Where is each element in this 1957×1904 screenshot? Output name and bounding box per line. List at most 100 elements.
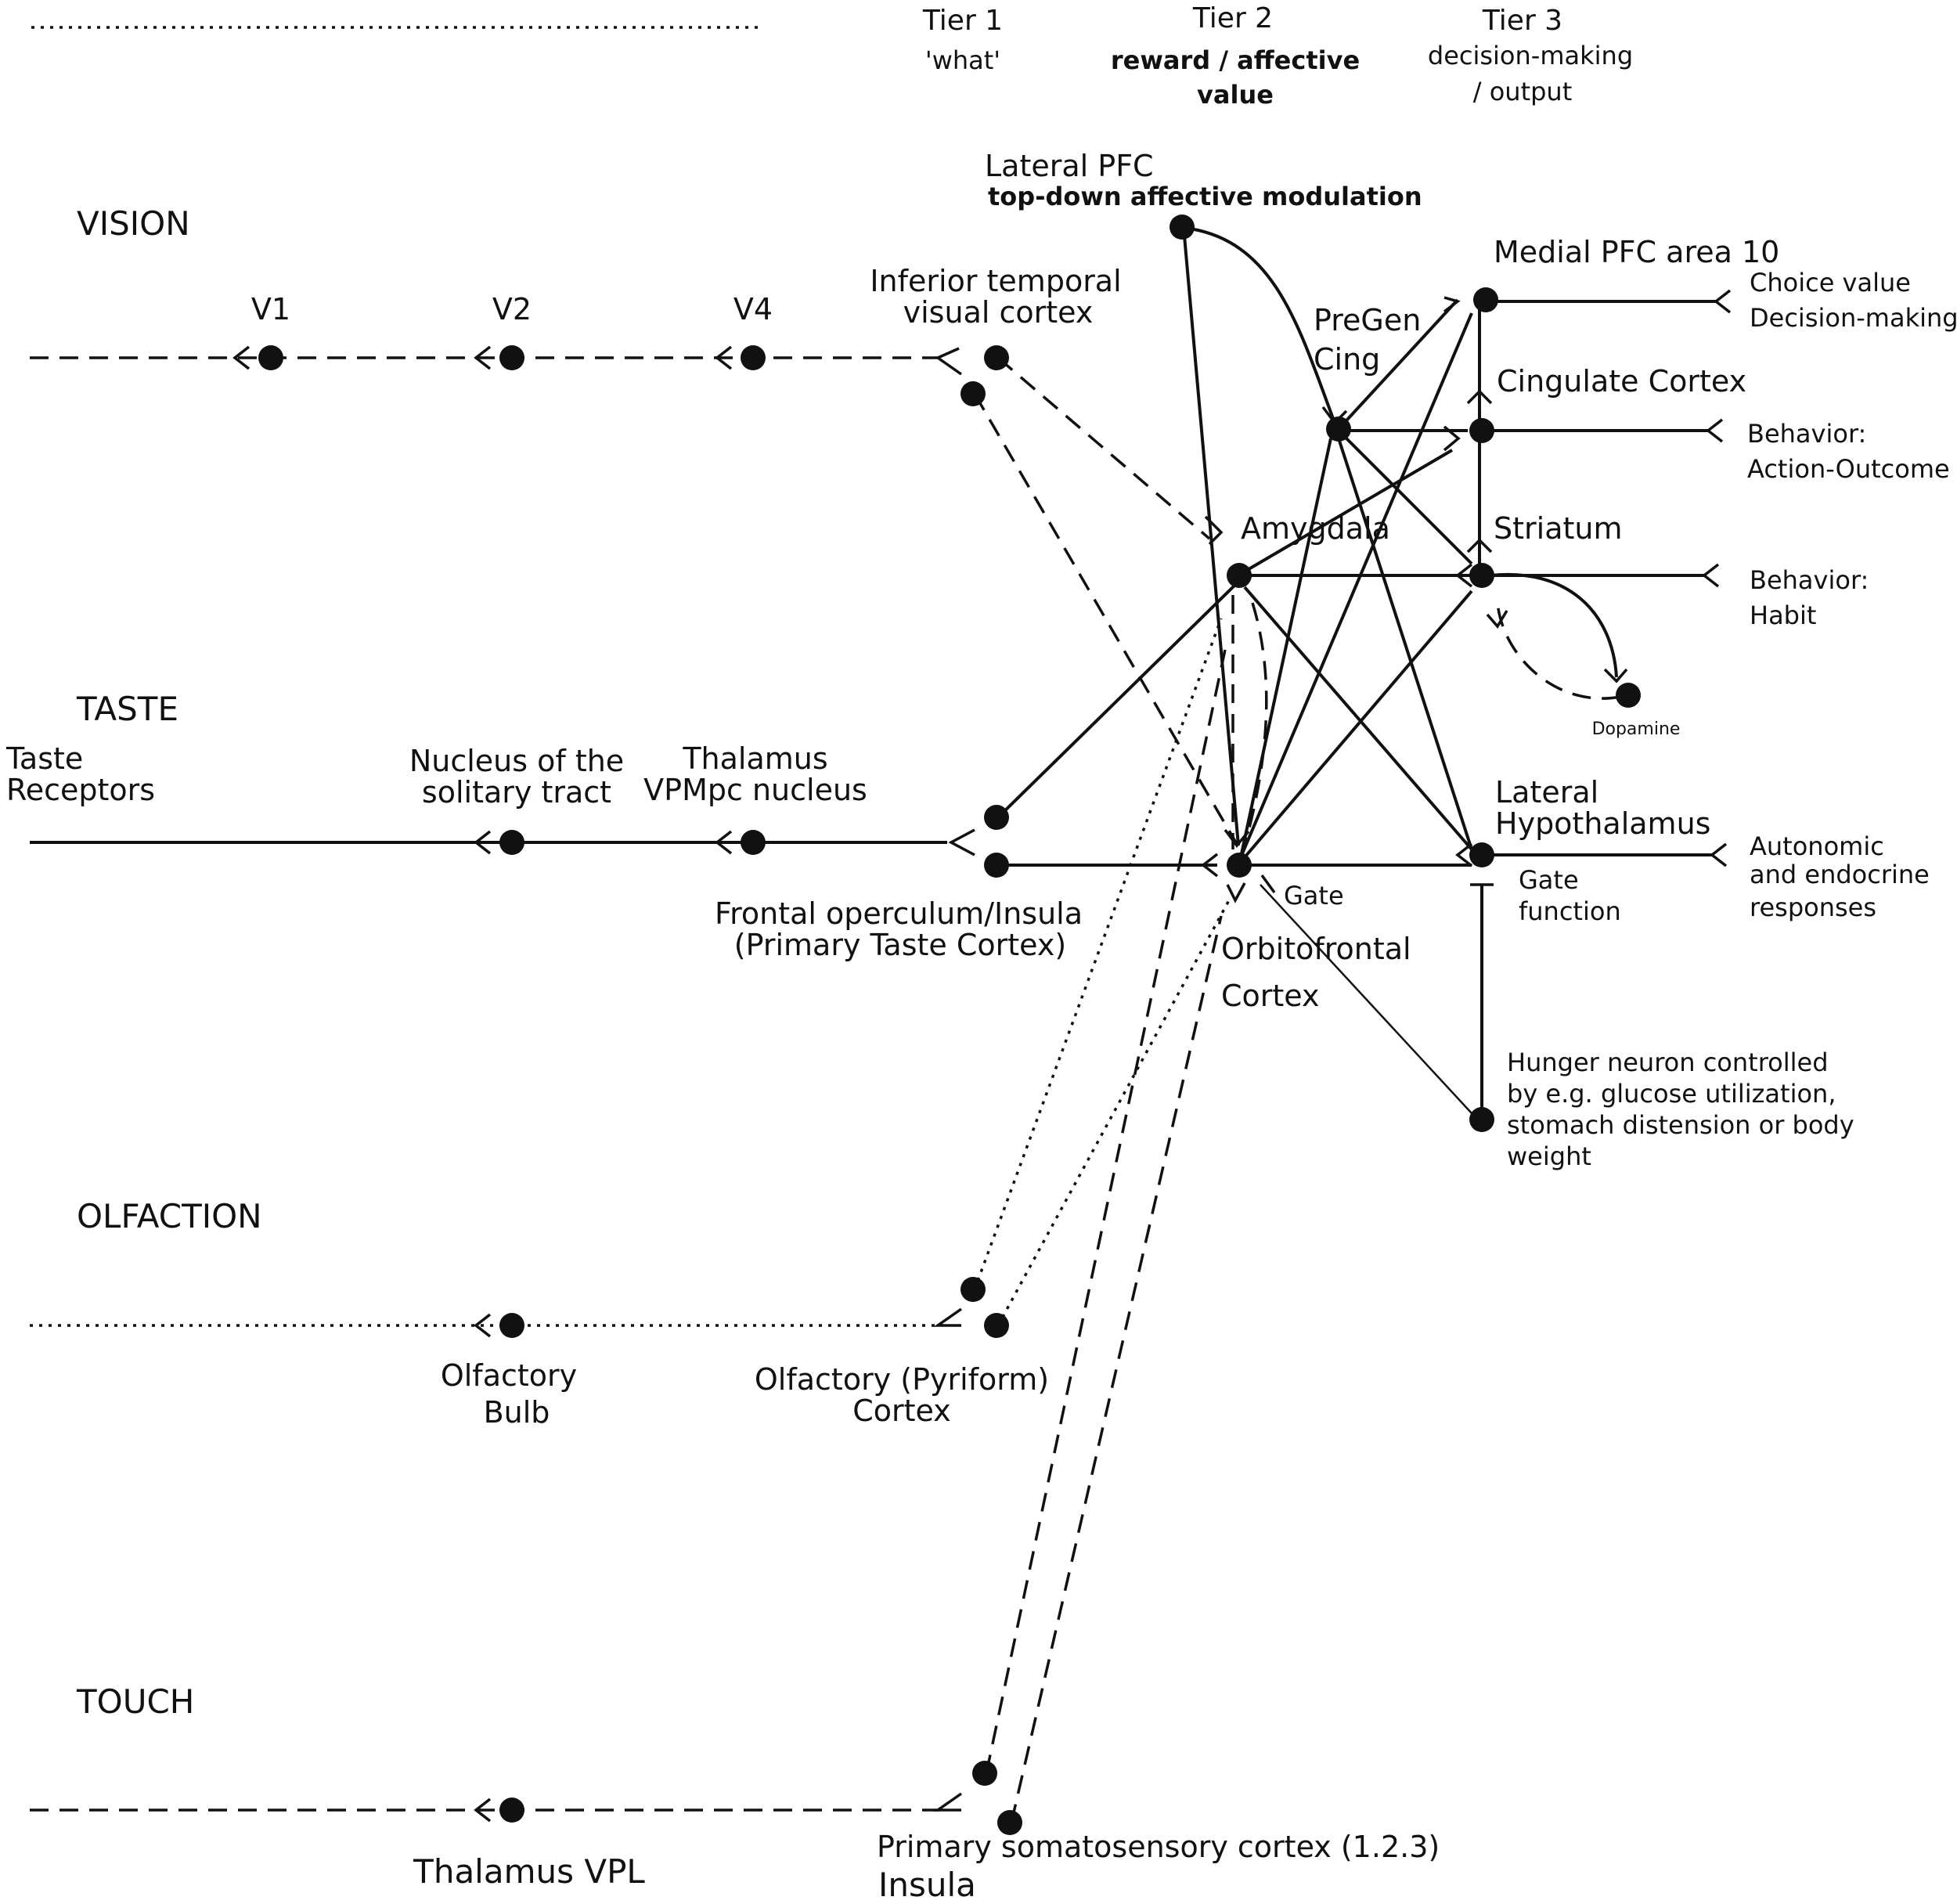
arrowhead — [1466, 389, 1493, 405]
hunger-label-3: stomach distension or body — [1507, 1110, 1854, 1140]
pyriform-label-2: Cortex — [852, 1394, 951, 1428]
pyriform-node-2 — [984, 1313, 1009, 1338]
fo-to-amygdala-line — [997, 582, 1238, 819]
taste-receptors-label-1: Taste — [5, 741, 83, 776]
it-to-amygdala-line — [997, 356, 1211, 540]
ofc-amygdala-curve — [1243, 602, 1268, 846]
arrowhead — [1443, 425, 1461, 452]
arrowhead — [715, 830, 733, 855]
pregen-label-1: PreGen — [1314, 303, 1421, 337]
v2-node — [499, 345, 524, 370]
ofc-to-mpfc-line — [1239, 312, 1473, 858]
it-to-ofc-line — [973, 393, 1238, 845]
output-action-outcome-label-1: Behavior: — [1747, 419, 1866, 449]
tier3-sublabel-2: / output — [1473, 77, 1573, 106]
arrowhead — [935, 347, 963, 376]
amygdala-to-lh-line — [1243, 586, 1473, 851]
pyriform-label-1: Olfactory (Pyriform) — [755, 1362, 1049, 1397]
it-label-2: visual cortex — [903, 295, 1094, 330]
arrowhead — [232, 345, 250, 370]
arrowhead — [474, 345, 492, 370]
ofc-label-2: Cortex — [1221, 979, 1320, 1013]
dopamine-label: Dopamine — [1592, 719, 1681, 739]
output-action-outcome-label-2: Action-Outcome — [1747, 454, 1950, 484]
output-habit-label-1: Behavior: — [1750, 565, 1869, 595]
s1-node-2 — [997, 1810, 1022, 1835]
output-autonomic-label-1: Autonomic — [1750, 831, 1884, 861]
s1-to-ofc-line — [1010, 915, 1223, 1823]
nodes — [258, 215, 1641, 1835]
output-habit-label-2: Habit — [1750, 600, 1816, 630]
ofc-to-striatum-line — [1243, 590, 1473, 859]
arrowhead — [1443, 296, 1461, 313]
tier2-sublabel-1: reward / affective — [1111, 45, 1360, 75]
thalamus-vpl-node — [499, 1798, 524, 1823]
thalamus-label-2: VPMpc nucleus — [643, 773, 867, 807]
tier2-sublabel-2: value — [1197, 80, 1274, 110]
pregen-to-striatum-line — [1341, 433, 1473, 565]
olfaction-heading: OLFACTION — [77, 1197, 262, 1235]
arrowhead — [1486, 610, 1508, 629]
arrowhead — [933, 1792, 963, 1812]
arrowhead — [948, 828, 975, 856]
striatum-node — [1469, 563, 1494, 588]
arrowhead — [1455, 563, 1473, 588]
tier3-sublabel-1: decision-making — [1428, 41, 1633, 70]
striatum-dopamine-curve — [1490, 572, 1618, 678]
v1-label: V1 — [251, 292, 290, 326]
ofc-label-1: Orbitofrontal — [1221, 932, 1411, 966]
it-node-2 — [960, 381, 986, 406]
nts-label-2: solitary tract — [422, 775, 611, 810]
olfactory-bulb-label-1: Olfactory — [441, 1358, 577, 1393]
pregen-to-mpfc-line — [1337, 298, 1459, 431]
pregen-cing-node — [1326, 416, 1351, 442]
arrowhead — [1204, 515, 1224, 546]
olfactory-bulb-label-2: Bulb — [484, 1395, 550, 1430]
taste-receptors-label-2: Receptors — [6, 773, 155, 807]
arrowhead — [1603, 668, 1628, 683]
s1-to-amygdala-line — [985, 649, 1227, 1774]
fo-label-1: Frontal operculum/Insula — [715, 896, 1083, 931]
gate-function-label-1: Gate — [1519, 865, 1579, 895]
pregen-label-2: Cing — [1314, 342, 1380, 377]
arrowhead — [1702, 563, 1720, 588]
output-autonomic-label-2: and endocrine — [1750, 860, 1930, 889]
pregen-to-lh-line — [1337, 438, 1473, 850]
nts-label-1: Nucleus of the — [409, 744, 624, 778]
lpfc-to-ofc-line — [1182, 226, 1240, 846]
arrowhead — [933, 1307, 963, 1327]
s1-label: Primary somatosensory cortex (1.2.3) — [877, 1830, 1440, 1864]
v2-label: V2 — [492, 292, 532, 326]
gate-label: Gate — [1284, 881, 1344, 911]
tier2-label: Tier 2 — [1192, 2, 1273, 34]
ofc-to-pregen-line — [1239, 438, 1332, 858]
thalamus-label-1: Thalamus — [682, 741, 827, 776]
amygdala-node — [1227, 563, 1252, 588]
arrowhead — [474, 1798, 492, 1823]
vision-heading: VISION — [77, 204, 190, 243]
arrowhead — [1201, 853, 1219, 878]
hunger-label-2: by e.g. glucose utilization, — [1507, 1079, 1836, 1109]
mpfc-label: Medial PFC area 10 — [1494, 235, 1779, 269]
gate-function-label-2: function — [1519, 896, 1621, 926]
cingulate-node — [1469, 418, 1494, 443]
gate-hunger-line — [1260, 884, 1472, 1114]
arrowhead — [1714, 289, 1732, 314]
lateral-hypothalamus-node — [1469, 842, 1494, 867]
tier1-label: Tier 1 — [922, 5, 1003, 37]
v4-label: V4 — [733, 292, 773, 326]
amygdala-to-cingulate-line — [1243, 449, 1454, 573]
striatum-label: Striatum — [1494, 511, 1623, 546]
arrowheads — [232, 289, 1732, 1823]
ofc-node — [1227, 853, 1252, 878]
arrowhead — [474, 830, 492, 855]
fo-label-2: (Primary Taste Cortex) — [734, 928, 1066, 962]
thalamus-vpmpc-node — [741, 830, 766, 855]
v4-node — [741, 345, 766, 370]
lateral-pfc-node — [1170, 215, 1195, 240]
lh-label-1: Lateral — [1495, 775, 1598, 810]
olfactory-bulb-node — [499, 1313, 524, 1338]
arrowhead — [1710, 842, 1728, 867]
it-label-1: Inferior temporal — [870, 264, 1121, 298]
thalamus-vpl-label: Thalamus VPL — [413, 1852, 645, 1891]
